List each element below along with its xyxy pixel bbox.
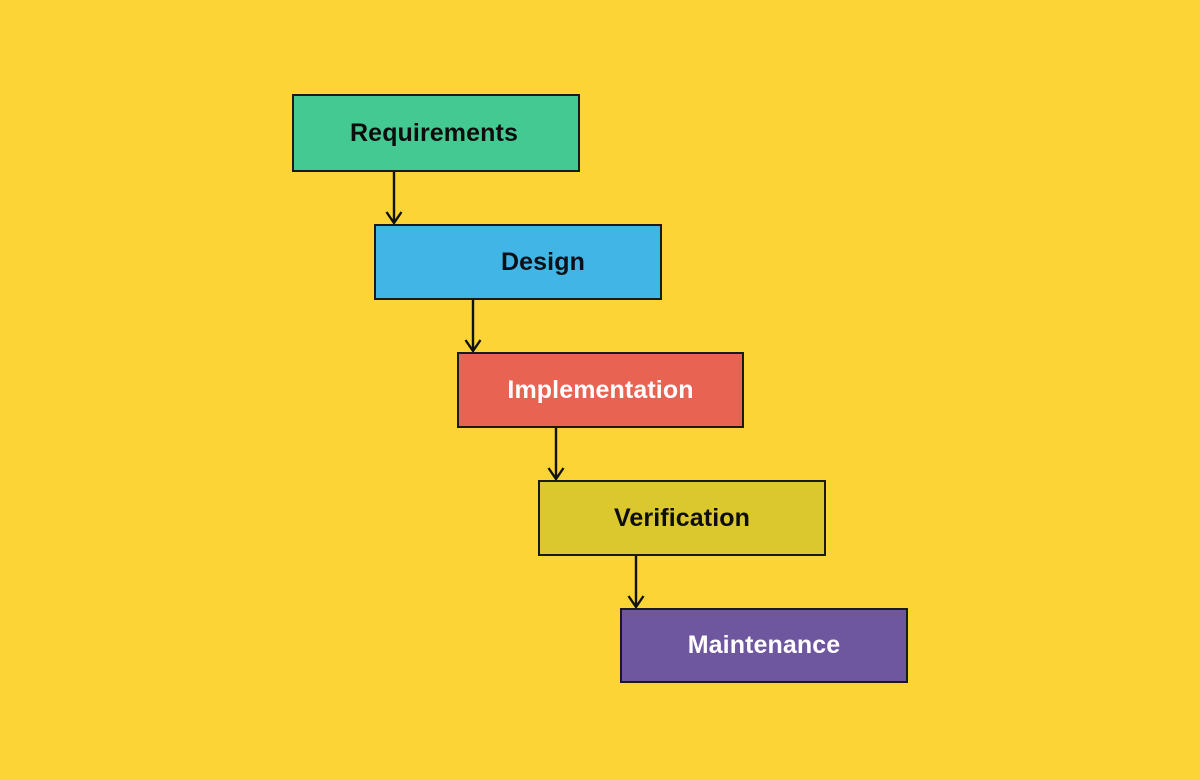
connector-arrow-verification-to-maintenance xyxy=(627,556,645,610)
stage-box-maintenance[interactable]: Maintenance xyxy=(620,608,908,683)
connector-arrow-design-to-implementation xyxy=(464,300,482,354)
stage-box-implementation[interactable]: Implementation xyxy=(457,352,744,428)
stage-label-design: Design xyxy=(501,247,585,276)
stage-box-verification[interactable]: Verification xyxy=(538,480,826,556)
stage-label-implementation: Implementation xyxy=(507,375,694,404)
stage-box-design[interactable]: Design xyxy=(374,224,662,300)
stage-label-verification: Verification xyxy=(614,503,750,532)
stage-box-requirements[interactable]: Requirements xyxy=(292,94,580,172)
connector-arrow-implementation-to-verification xyxy=(547,428,565,482)
stage-label-requirements: Requirements xyxy=(350,118,518,147)
connector-arrow-requirements-to-design xyxy=(385,172,403,226)
stage-label-maintenance: Maintenance xyxy=(687,631,841,659)
